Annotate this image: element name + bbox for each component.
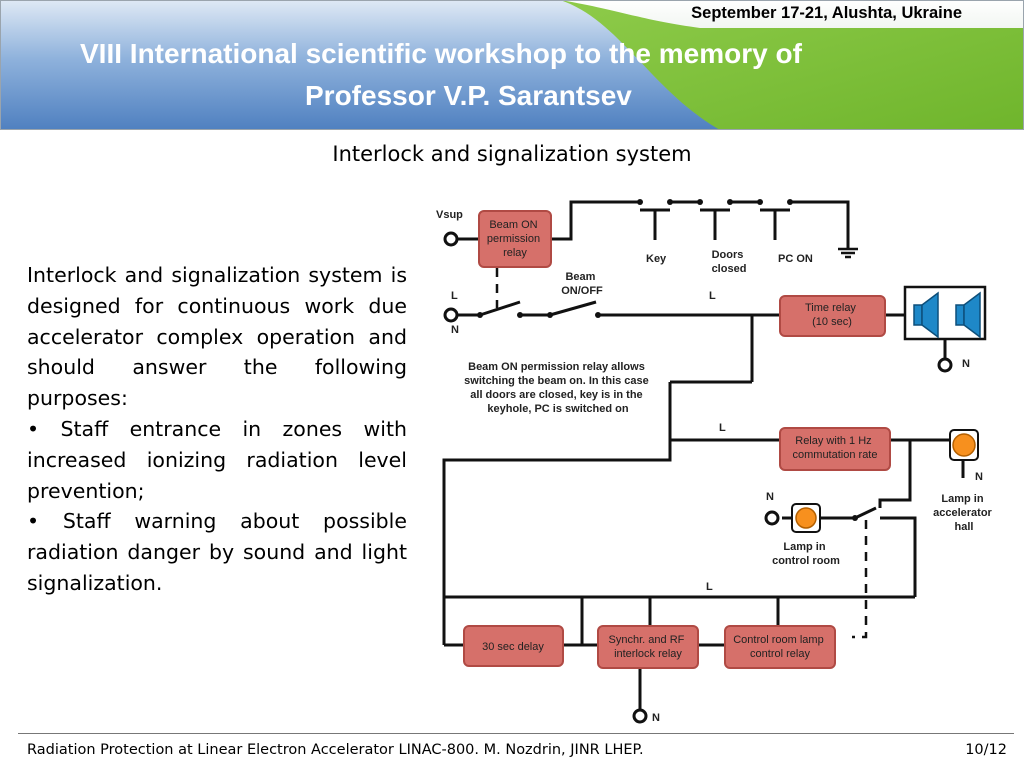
key-label: Key bbox=[646, 253, 667, 265]
lamp-control-label: Lamp in control room bbox=[772, 541, 840, 567]
beam-permission-note: Beam ON permission relay allows switchin… bbox=[464, 361, 652, 415]
lamp-hall-label: Lamp in accelerator hall bbox=[933, 493, 995, 533]
contact-dots bbox=[477, 199, 858, 521]
synchr-rf-label: Synchr. and RF interlock relay bbox=[609, 634, 688, 660]
l-label: L bbox=[719, 422, 726, 434]
pc-on-label: PC ON bbox=[778, 253, 813, 265]
n-label: N bbox=[975, 471, 983, 483]
beam-on-relay-box bbox=[478, 210, 552, 268]
banner-background bbox=[0, 0, 1024, 130]
bullet-item: • Staff warning about possible radiation… bbox=[27, 509, 407, 595]
footer-citation: Radiation Protection at Linear Electron … bbox=[27, 742, 644, 758]
doors-closed-label: Doors closed bbox=[712, 249, 747, 275]
footer-divider bbox=[18, 733, 1014, 734]
ground-icon bbox=[838, 247, 858, 259]
vsup-label: Vsup bbox=[436, 209, 463, 221]
l-label: L bbox=[451, 290, 458, 302]
body-text: Interlock and signalization system is de… bbox=[27, 260, 407, 599]
lamp-accelerator-hall-icon bbox=[949, 429, 979, 461]
beam-on-relay-label: Beam ON permission relay bbox=[487, 219, 543, 259]
workshop-title-line2: Professor V.P. Sarantsev bbox=[305, 80, 632, 111]
slide-title: Interlock and signalization system bbox=[332, 142, 692, 166]
control-lamp-relay-box bbox=[724, 625, 836, 669]
mechanical-links bbox=[495, 268, 868, 639]
relay-1hz-label: Relay with 1 Hz commutation rate bbox=[793, 435, 878, 461]
bullet-item: • Staff entrance in zones with increased… bbox=[27, 416, 407, 503]
n-label: N bbox=[652, 712, 660, 724]
terminal-icons bbox=[443, 231, 953, 724]
beam-onoff-label: Beam ON/OFF bbox=[561, 271, 603, 297]
n-label: N bbox=[451, 324, 459, 336]
speaker-icon bbox=[903, 285, 987, 341]
time-relay-box bbox=[779, 295, 886, 337]
page-number: 10/12 bbox=[965, 742, 1007, 758]
l-label: L bbox=[709, 290, 716, 302]
n-label: N bbox=[766, 491, 774, 503]
interlock-circuit-diagram: Vsup Beam ON permission relay Key Doors … bbox=[436, 199, 995, 724]
delay-30-label: 30 sec delay bbox=[482, 641, 544, 653]
synchr-rf-box bbox=[597, 625, 699, 669]
delay-30-box bbox=[463, 625, 564, 667]
relay-boxes bbox=[463, 210, 891, 669]
control-lamp-relay-label: Control room lamp control relay bbox=[733, 634, 827, 660]
time-relay-label: Time relay (10 sec) bbox=[805, 302, 859, 328]
workshop-title-line1: VIII International scientific workshop t… bbox=[80, 38, 802, 69]
switch-contacts bbox=[479, 208, 877, 520]
lamp-control-room-icon bbox=[791, 503, 821, 533]
n-label: N bbox=[962, 358, 970, 370]
date-location: September 17-21, Alushta, Ukraine bbox=[691, 4, 962, 22]
intro-paragraph: Interlock and signalization system is de… bbox=[27, 263, 407, 411]
l-label: L bbox=[706, 581, 713, 593]
relay-1hz-box bbox=[779, 427, 891, 471]
header-banner: September 17-21, Alushta, Ukraine VIII I… bbox=[0, 0, 1024, 130]
circuit-wires bbox=[442, 200, 965, 710]
